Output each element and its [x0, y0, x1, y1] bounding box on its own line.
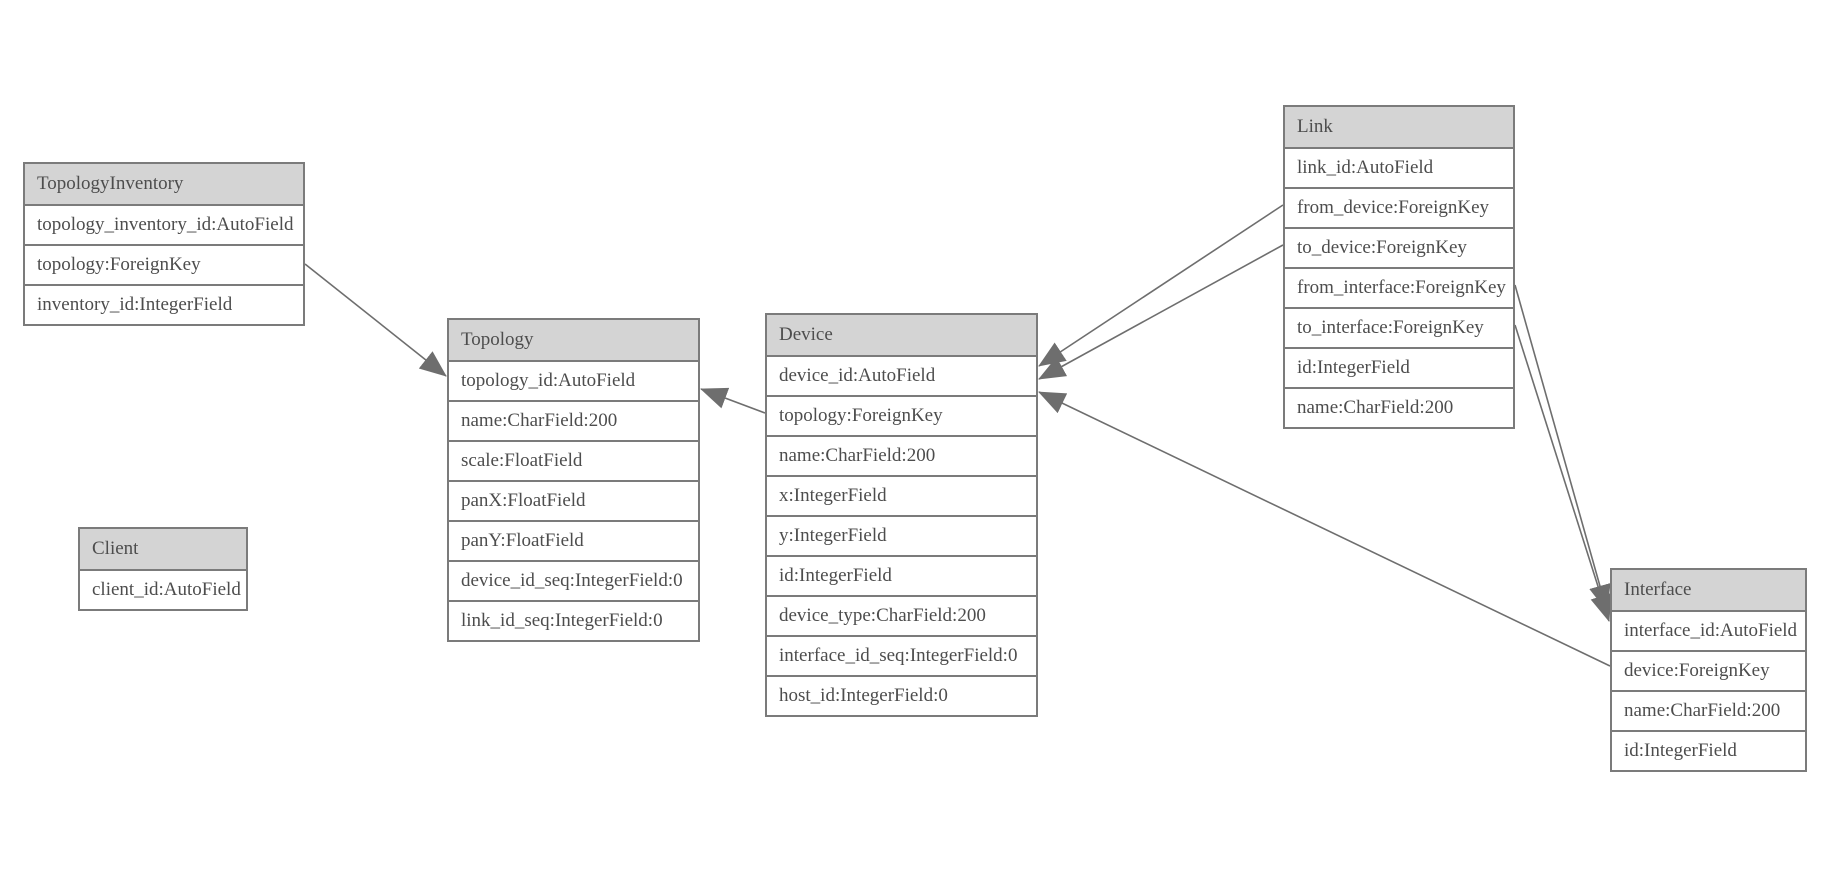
field-row: panX:FloatField — [449, 480, 698, 520]
field-row: topology:ForeignKey — [25, 244, 303, 284]
field-row: device_id:AutoField — [767, 355, 1036, 395]
entity-title: Interface — [1612, 570, 1805, 610]
entity-client: Client client_id:AutoField — [78, 527, 248, 611]
field-row: x:IntegerField — [767, 475, 1036, 515]
field-row: name:CharField:200 — [1285, 387, 1513, 427]
entity-title: Topology — [449, 320, 698, 360]
connector-interface-device — [1038, 391, 1611, 667]
field-row: id:IntegerField — [767, 555, 1036, 595]
connector-link-fromdevice-device — [1038, 204, 1284, 367]
entity-title: Device — [767, 315, 1036, 355]
connector-device-topology — [700, 387, 766, 414]
connector-link-tointerface-interface — [1514, 324, 1612, 622]
entity-device: Device device_id:AutoField topology:Fore… — [765, 313, 1038, 717]
entity-topology: Topology topology_id:AutoField name:Char… — [447, 318, 700, 642]
entity-title: Link — [1285, 107, 1513, 147]
field-row: device_type:CharField:200 — [767, 595, 1036, 635]
field-row: name:CharField:200 — [767, 435, 1036, 475]
field-row: panY:FloatField — [449, 520, 698, 560]
entity-title: Client — [80, 529, 246, 569]
field-row: topology_id:AutoField — [449, 360, 698, 400]
connector-topologyinventory-topology — [304, 263, 447, 377]
field-row: client_id:AutoField — [80, 569, 246, 609]
field-row: to_interface:ForeignKey — [1285, 307, 1513, 347]
field-row: to_device:ForeignKey — [1285, 227, 1513, 267]
field-row: host_id:IntegerField:0 — [767, 675, 1036, 715]
field-row: from_interface:ForeignKey — [1285, 267, 1513, 307]
connector-link-todevice-device — [1038, 244, 1284, 380]
entity-interface: Interface interface_id:AutoField device:… — [1610, 568, 1807, 772]
field-row: inventory_id:IntegerField — [25, 284, 303, 324]
field-row: name:CharField:200 — [449, 400, 698, 440]
field-row: id:IntegerField — [1612, 730, 1805, 770]
field-row: y:IntegerField — [767, 515, 1036, 555]
field-row: link_id_seq:IntegerField:0 — [449, 600, 698, 640]
field-row: scale:FloatField — [449, 440, 698, 480]
connector-link-frominterface-interface — [1514, 284, 1611, 612]
field-row: topology_inventory_id:AutoField — [25, 204, 303, 244]
entity-title: TopologyInventory — [25, 164, 303, 204]
entity-link: Link link_id:AutoField from_device:Forei… — [1283, 105, 1515, 429]
field-row: device:ForeignKey — [1612, 650, 1805, 690]
field-row: name:CharField:200 — [1612, 690, 1805, 730]
field-row: from_device:ForeignKey — [1285, 187, 1513, 227]
field-row: device_id_seq:IntegerField:0 — [449, 560, 698, 600]
field-row: topology:ForeignKey — [767, 395, 1036, 435]
entity-topology-inventory: TopologyInventory topology_inventory_id:… — [23, 162, 305, 326]
field-row: id:IntegerField — [1285, 347, 1513, 387]
field-row: link_id:AutoField — [1285, 147, 1513, 187]
field-row: interface_id_seq:IntegerField:0 — [767, 635, 1036, 675]
field-row: interface_id:AutoField — [1612, 610, 1805, 650]
